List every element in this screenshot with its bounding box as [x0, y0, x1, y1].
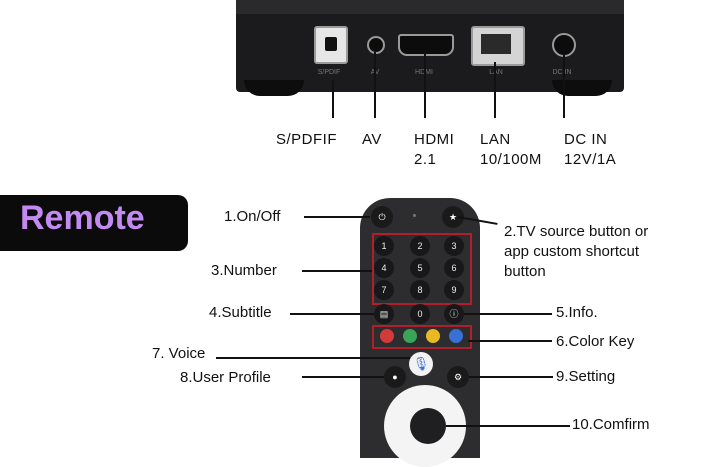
subtitle-icon[interactable]: ▤	[374, 304, 394, 324]
callout-subtitle: 4.Subtitle	[209, 304, 272, 321]
av-port	[367, 36, 385, 54]
av-label: AV	[362, 131, 382, 148]
info-icon[interactable]: ⓘ	[444, 304, 464, 324]
remote-badge	[0, 195, 188, 251]
line-number	[302, 270, 372, 272]
lan-port-socket	[481, 34, 511, 54]
line-setting	[469, 376, 553, 378]
line-color	[468, 340, 552, 342]
callout-voice: 7. Voice	[152, 345, 206, 362]
callout-color-key: 6.Color Key	[556, 333, 635, 350]
key-6[interactable]: 6	[444, 258, 464, 278]
ir-led	[413, 214, 416, 217]
tv-box-top	[236, 0, 624, 14]
dc-label-2: 12V/1A	[564, 151, 617, 168]
key-5[interactable]: 5	[410, 258, 430, 278]
callout-info: 5.Info.	[556, 304, 598, 321]
lan-pointer	[494, 62, 496, 118]
color-keys-highlight	[372, 325, 472, 349]
key-3[interactable]: 3	[444, 236, 464, 256]
line-subtitle	[290, 313, 374, 315]
hdmi-pointer	[424, 52, 426, 118]
star-icon[interactable]: ★	[442, 206, 464, 228]
key-2[interactable]: 2	[410, 236, 430, 256]
callout-tv-source-3: button	[504, 263, 546, 280]
dc-pointer	[563, 54, 565, 118]
remote-title: Remote	[20, 199, 145, 237]
user-icon[interactable]: ●	[384, 366, 406, 388]
hdmi-port	[398, 34, 454, 56]
line-confirm	[446, 425, 570, 427]
lan-port	[471, 26, 525, 66]
callout-number: 3.Number	[211, 262, 277, 279]
line-profile	[302, 376, 384, 378]
mic-icon[interactable]: 🎙	[409, 352, 433, 376]
key-1[interactable]: 1	[374, 236, 394, 256]
key-0[interactable]: 0	[410, 304, 430, 324]
dc-small-label: DC IN	[552, 69, 572, 76]
green-key[interactable]	[403, 329, 417, 343]
line-info	[464, 313, 552, 315]
lan-label-2: 10/100M	[480, 151, 542, 168]
spdif-small-label: S/PDIF	[317, 69, 341, 76]
key-8[interactable]: 8	[410, 280, 430, 300]
av-pointer	[374, 52, 376, 118]
power-icon[interactable]: ⏻	[371, 206, 393, 228]
callout-on-off: 1.On/Off	[224, 208, 281, 225]
red-key[interactable]	[380, 329, 394, 343]
spdif-port-hole	[325, 37, 337, 51]
spdif-port	[314, 26, 348, 64]
yellow-key[interactable]	[426, 329, 440, 343]
callout-confirm: 10.Comfirm	[572, 416, 650, 433]
callout-setting: 9.Setting	[556, 368, 616, 385]
dc-label-1: DC IN	[564, 131, 608, 148]
spdif-label: S/PDFIF	[276, 131, 338, 148]
blue-key[interactable]	[449, 329, 463, 343]
lan-label-1: LAN	[480, 131, 511, 148]
confirm-button[interactable]	[410, 408, 446, 444]
hdmi-label-2: 2.1	[414, 151, 437, 168]
gear-icon[interactable]: ⚙	[447, 366, 469, 388]
key-9[interactable]: 9	[444, 280, 464, 300]
callout-tv-source-1: 2.TV source button or	[504, 223, 649, 240]
hdmi-label-1: HDMI	[414, 131, 455, 148]
lan-small-label: LAN	[489, 69, 503, 76]
key-4[interactable]: 4	[374, 258, 394, 278]
line-on-off	[304, 216, 370, 218]
spdif-pointer	[332, 80, 334, 118]
line-voice	[216, 357, 410, 359]
key-7[interactable]: 7	[374, 280, 394, 300]
callout-user-profile: 8.User Profile	[180, 369, 271, 386]
dc-port	[552, 33, 576, 57]
tv-box-foot-right	[552, 80, 612, 96]
tv-box-foot-left	[244, 80, 304, 96]
callout-tv-source-2: app custom shortcut	[504, 243, 640, 260]
hdmi-small-label: HDMI	[399, 69, 449, 76]
